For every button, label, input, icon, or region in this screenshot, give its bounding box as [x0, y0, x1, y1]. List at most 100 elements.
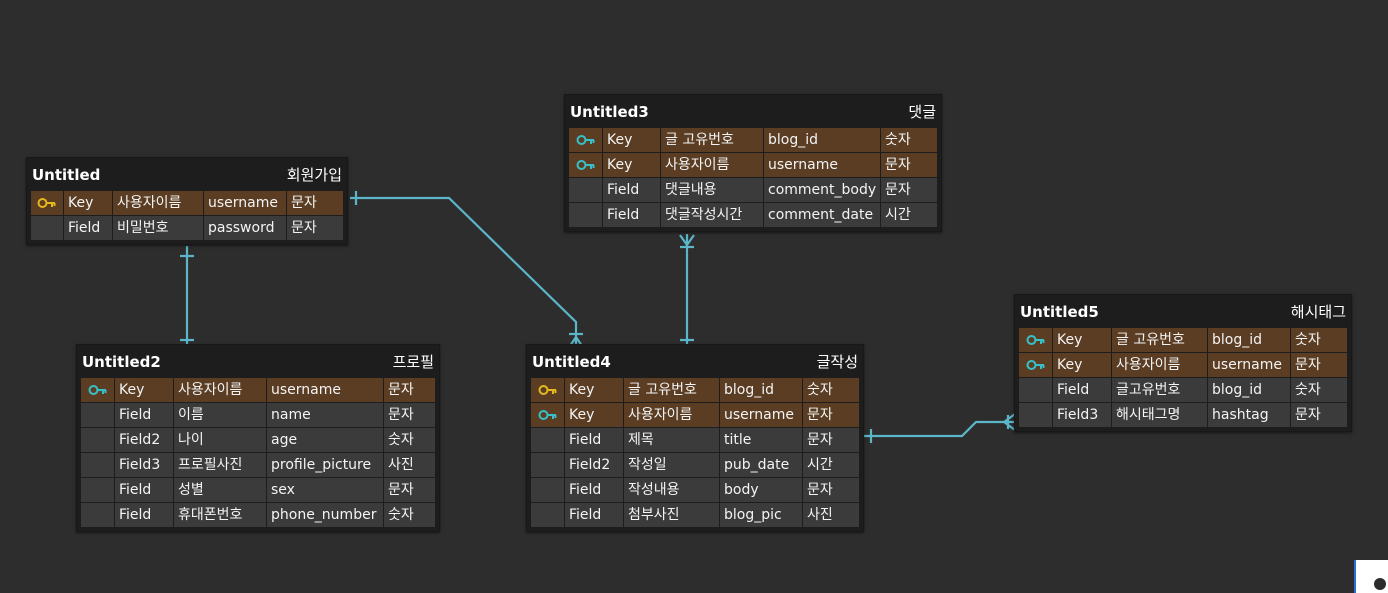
field-data-type[interactable]: 숫자: [384, 503, 435, 527]
help-widget[interactable]: [1354, 560, 1388, 593]
field-korean-name[interactable]: 사용자이름: [174, 378, 266, 402]
field-type[interactable]: Field: [565, 428, 623, 452]
field-korean-name[interactable]: 비밀번호: [113, 216, 203, 240]
field-column-name[interactable]: password: [204, 216, 286, 240]
field-column-name[interactable]: username: [1208, 353, 1290, 377]
field-column-name[interactable]: blog_id: [1208, 328, 1290, 352]
field-type[interactable]: Field2: [565, 453, 623, 477]
field-korean-name[interactable]: 성별: [174, 478, 266, 502]
field-type[interactable]: Field: [1053, 378, 1111, 402]
field-column-name[interactable]: name: [267, 403, 383, 427]
field-column-name[interactable]: username: [764, 153, 880, 177]
field-data-type[interactable]: 사진: [803, 503, 859, 527]
field-type[interactable]: Key: [64, 191, 112, 215]
field-data-type[interactable]: 문자: [384, 478, 435, 502]
field-column-name[interactable]: hashtag: [1208, 403, 1290, 427]
field-data-type[interactable]: 숫자: [1291, 328, 1347, 352]
field-data-type[interactable]: 숫자: [803, 378, 859, 402]
field-column-name[interactable]: title: [720, 428, 802, 452]
field-data-type[interactable]: 문자: [1291, 403, 1347, 427]
field-korean-name[interactable]: 나이: [174, 428, 266, 452]
field-data-type[interactable]: 사진: [384, 453, 435, 477]
field-korean-name[interactable]: 제목: [624, 428, 719, 452]
field-korean-name[interactable]: 휴대폰번호: [174, 503, 266, 527]
field-column-name[interactable]: blog_pic: [720, 503, 802, 527]
field-data-type[interactable]: 숫자: [384, 428, 435, 452]
field-column-name[interactable]: profile_picture: [267, 453, 383, 477]
field-data-type[interactable]: 문자: [384, 378, 435, 402]
field-data-type[interactable]: 시간: [803, 453, 859, 477]
field-type[interactable]: Key: [603, 153, 660, 177]
field-data-type[interactable]: 문자: [803, 403, 859, 427]
field-korean-name[interactable]: 글 고유번호: [1112, 328, 1207, 352]
field-column-name[interactable]: username: [204, 191, 286, 215]
field-column-name[interactable]: username: [267, 378, 383, 402]
field-korean-name[interactable]: 글고유번호: [1112, 378, 1207, 402]
field-korean-name[interactable]: 작성내용: [624, 478, 719, 502]
field-data-type[interactable]: 문자: [287, 216, 343, 240]
field-type[interactable]: Key: [603, 128, 660, 152]
field-column-name[interactable]: comment_body: [764, 178, 880, 202]
field-type[interactable]: Field: [603, 178, 660, 202]
table-header[interactable]: Untitled 회원가입: [27, 158, 347, 191]
field-column-name[interactable]: username: [720, 403, 802, 427]
table-header[interactable]: Untitled2 프로필: [77, 345, 439, 378]
field-type[interactable]: Field: [603, 203, 660, 227]
field-korean-name[interactable]: 사용자이름: [661, 153, 763, 177]
field-korean-name[interactable]: 이름: [174, 403, 266, 427]
field-column-name[interactable]: phone_number: [267, 503, 383, 527]
field-type[interactable]: Key: [1053, 353, 1111, 377]
field-type[interactable]: Field: [565, 478, 623, 502]
field-data-type[interactable]: 문자: [384, 403, 435, 427]
field-korean-name[interactable]: 프로필사진: [174, 453, 266, 477]
field-korean-name[interactable]: 해시태그명: [1112, 403, 1207, 427]
field-type[interactable]: Key: [565, 403, 623, 427]
field-korean-name[interactable]: 사용자이름: [624, 403, 719, 427]
field-column-name[interactable]: blog_id: [1208, 378, 1290, 402]
field-korean-name[interactable]: 사용자이름: [113, 191, 203, 215]
field-data-type[interactable]: 문자: [881, 178, 937, 202]
field-column-name[interactable]: body: [720, 478, 802, 502]
field-type[interactable]: Field: [565, 503, 623, 527]
field-data-type[interactable]: 시간: [881, 203, 937, 227]
field-type[interactable]: Field: [115, 503, 173, 527]
field-korean-name[interactable]: 첨부사진: [624, 503, 719, 527]
field-korean-name[interactable]: 글 고유번호: [661, 128, 763, 152]
field-data-type[interactable]: 문자: [803, 428, 859, 452]
field-data-type[interactable]: 숫자: [1291, 378, 1347, 402]
field-korean-name[interactable]: 작성일: [624, 453, 719, 477]
field-type[interactable]: Key: [1053, 328, 1111, 352]
field-type[interactable]: Field3: [115, 453, 173, 477]
field-column-name[interactable]: age: [267, 428, 383, 452]
table-header[interactable]: Untitled5 해시태그: [1015, 295, 1351, 328]
field-type[interactable]: Field: [115, 478, 173, 502]
field-column-name[interactable]: sex: [267, 478, 383, 502]
field-data-type[interactable]: 문자: [1291, 353, 1347, 377]
field-korean-name[interactable]: 댓글작성시간: [661, 203, 763, 227]
